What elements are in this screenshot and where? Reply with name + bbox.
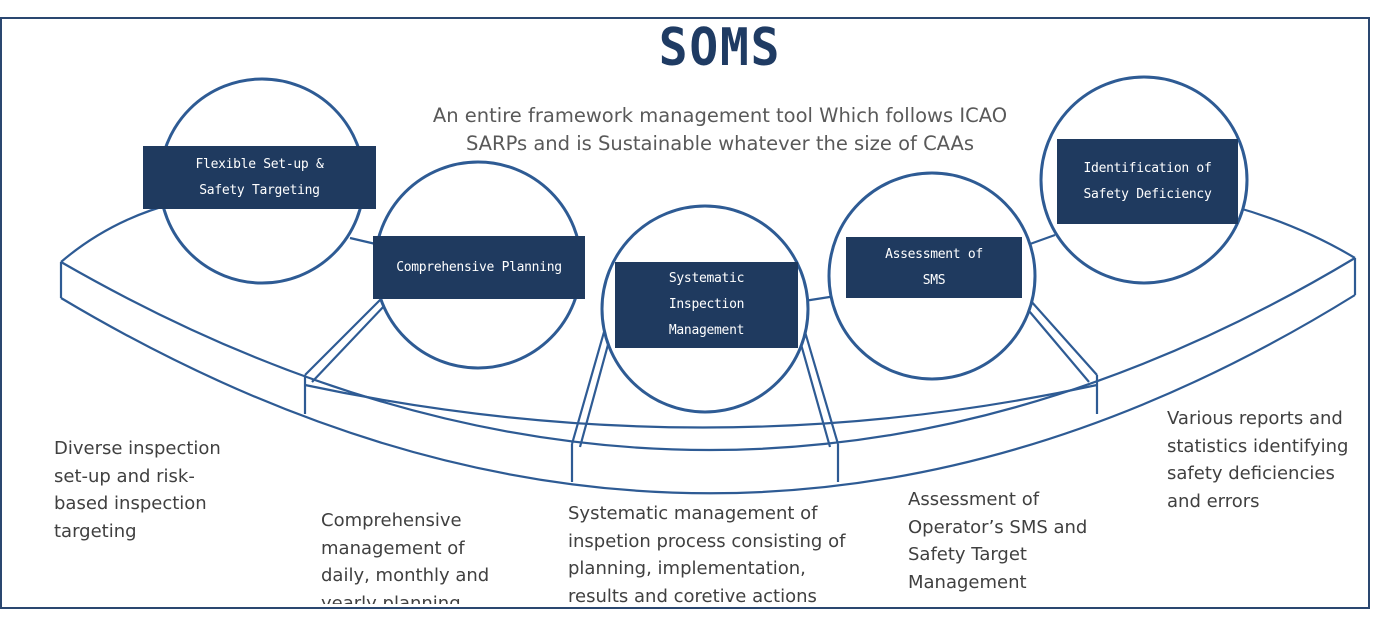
band-bottom-edge bbox=[60, 294, 1356, 495]
stage-label-line: Safety Targeting bbox=[199, 182, 320, 198]
stage-label-line: Flexible Set-up & bbox=[195, 156, 324, 172]
description-line: daily, monthly and bbox=[321, 565, 490, 586]
stage-description: Diverse inspection set-up and risk- base… bbox=[54, 435, 221, 545]
stage-label-line: SMS bbox=[922, 272, 946, 288]
connector bbox=[1029, 233, 1056, 246]
description-line: Operator’s SMS and bbox=[908, 516, 1088, 538]
description-line: management of bbox=[321, 537, 465, 559]
diagram-title: SOMS bbox=[658, 18, 782, 78]
description-line: Various reports and bbox=[1167, 408, 1343, 429]
description-line: inspetion process consisting of bbox=[568, 530, 846, 552]
band-divider bbox=[311, 304, 386, 383]
band-divider bbox=[1029, 299, 1099, 414]
stage-description: Systematic management of inspetion proce… bbox=[568, 500, 845, 610]
description-line: set-up and risk- bbox=[54, 465, 195, 487]
tagline-line: SARPs and is Sustainable whatever the si… bbox=[465, 132, 975, 155]
tagline: An entire framework management tool Whic… bbox=[380, 102, 1060, 158]
stage-label-flexible-setup: Flexible Set-up & Safety Targeting bbox=[143, 146, 376, 209]
description-line: statistics identifying bbox=[1167, 435, 1349, 457]
stage-label-line: Safety Deficiency bbox=[1083, 186, 1212, 202]
description-line: results and coretive actions bbox=[568, 585, 817, 607]
stage-label-assessment-sms: Assessment of SMS bbox=[846, 237, 1022, 298]
band-divider bbox=[570, 324, 608, 482]
band-back-left bbox=[60, 201, 176, 263]
description-line: yearly planning bbox=[321, 592, 461, 604]
band-back-right bbox=[1231, 204, 1356, 259]
stage-description: Various reports and statistics identifyi… bbox=[1167, 405, 1348, 515]
band-divider bbox=[578, 329, 614, 448]
tagline-line: An entire framework management tool Whic… bbox=[432, 104, 1008, 127]
description-line: safety deficiencies bbox=[1167, 463, 1335, 484]
stage-label-line: Assessment of bbox=[885, 246, 983, 262]
stage-label-line: Inspection bbox=[668, 297, 745, 312]
stage-description: Assessment of Operator’s SMS and Safety … bbox=[908, 486, 1087, 596]
band-divider bbox=[303, 299, 381, 414]
band-divider bbox=[801, 324, 840, 482]
band-divider bbox=[795, 329, 832, 448]
description-line: Safety Target bbox=[908, 544, 1027, 565]
description-line: planning, implementation, bbox=[568, 558, 806, 579]
band-top-edge bbox=[60, 257, 1356, 452]
description-line: Assessment of bbox=[908, 489, 1040, 510]
description-line: Diverse inspection bbox=[54, 438, 221, 459]
stage-label-line: Management bbox=[668, 323, 745, 338]
stage-description: Comprehensive management of daily, month… bbox=[321, 507, 489, 604]
description-line: based inspection bbox=[54, 493, 207, 514]
description-line: Management bbox=[908, 571, 1027, 593]
stage-label-safety-deficiency: Identification of Safety Deficiency bbox=[1057, 139, 1238, 224]
description-line: and errors bbox=[1167, 490, 1260, 512]
band-divider bbox=[1023, 304, 1090, 383]
description-line: targeting bbox=[54, 520, 137, 542]
stage-label-systematic-inspection: Systematic Inspection Management bbox=[615, 262, 798, 348]
stage-label-line: Systematic bbox=[668, 271, 745, 286]
description-line: Comprehensive bbox=[321, 510, 462, 531]
stage-label-line: Identification of bbox=[1083, 160, 1212, 176]
stage-label-line: Comprehensive Planning bbox=[396, 259, 562, 275]
description-line: Systematic management of bbox=[568, 503, 818, 524]
band-inner-edge bbox=[304, 383, 1098, 429]
stage-label-comprehensive-planning: Comprehensive Planning bbox=[373, 236, 585, 299]
